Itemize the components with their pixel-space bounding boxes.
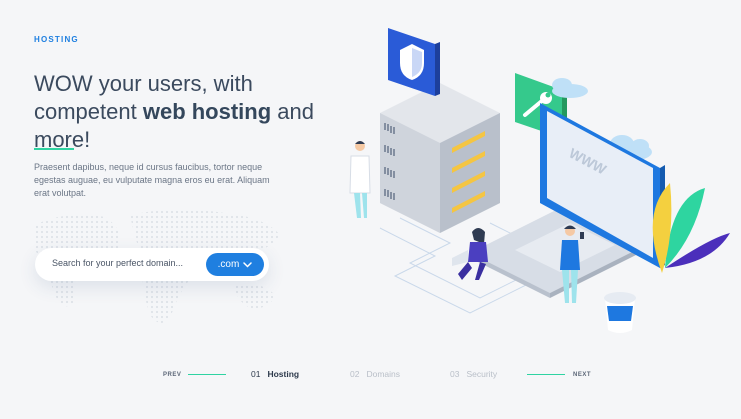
laptop	[470, 103, 670, 298]
step-navigation: PREV 01 Hosting 02 Domains 03 Security N…	[0, 366, 741, 386]
coffee-cup	[604, 292, 636, 333]
chevron-down-icon	[243, 261, 253, 268]
person-with-phone	[560, 225, 584, 303]
prev-button[interactable]: PREV	[163, 372, 182, 378]
plant	[652, 183, 730, 273]
step-domains[interactable]: 02 Domains	[350, 369, 400, 379]
next-line	[527, 374, 565, 375]
tld-label: .com	[217, 259, 240, 270]
hero-description: Praesent dapibus, neque id cursus faucib…	[34, 162, 270, 198]
hosting-illustration: WWW	[349, 28, 730, 333]
step-number: 01	[251, 369, 261, 379]
server-rack	[380, 83, 500, 233]
step-label: Security	[466, 369, 498, 379]
headline-bold: web hosting	[142, 98, 272, 124]
next-button[interactable]: NEXT	[573, 372, 592, 378]
tld-dropdown-button[interactable]: .com	[206, 253, 264, 276]
domain-search-bar: .com	[35, 248, 269, 281]
section-eyebrow: HOSTING	[34, 35, 79, 44]
headline-part-1: WOW your users, with competent	[34, 70, 253, 124]
step-number: 02	[350, 369, 360, 379]
shield-icon	[388, 28, 440, 96]
page-title: WOW your users, with competent web hosti…	[34, 70, 334, 154]
domain-search-input[interactable]	[52, 258, 202, 268]
headline-part-2: and more!	[34, 98, 314, 152]
person-sitting	[452, 228, 488, 280]
step-label: Domains	[366, 369, 401, 379]
person-doctor	[349, 141, 371, 218]
step-number: 03	[450, 369, 460, 379]
accent-divider	[34, 148, 74, 150]
step-label: Hosting	[267, 369, 300, 379]
step-security[interactable]: 03 Security	[450, 369, 497, 379]
step-hosting[interactable]: 01 Hosting	[251, 369, 299, 379]
prev-line	[188, 374, 226, 375]
